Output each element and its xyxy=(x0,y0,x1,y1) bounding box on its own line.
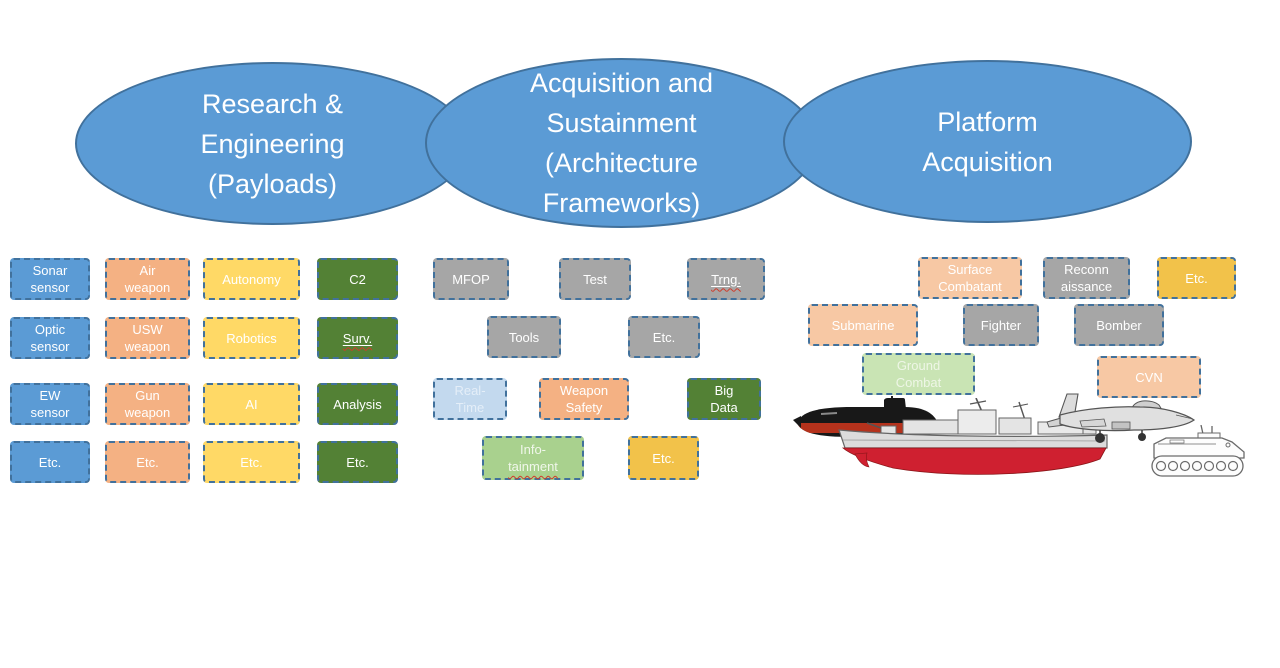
box-label: Sonar sensor xyxy=(30,263,70,295)
box-etc-gold-middle: Etc. xyxy=(628,430,704,480)
box-label: Autonomy xyxy=(222,271,281,287)
box-etc-gold-right: Etc. xyxy=(1157,251,1241,299)
box-label: Reconn aissance xyxy=(1060,262,1113,294)
box-label: Analysis xyxy=(333,396,382,412)
box-label: Ground Combat xyxy=(895,358,942,390)
box-fighter: Fighter xyxy=(963,298,1044,346)
ellipse-platform-acquisition: Platform Acquisition xyxy=(783,60,1192,223)
box-analysis: Analysis xyxy=(317,377,403,425)
box-tools: Tools xyxy=(487,310,566,358)
box-label: Etc. xyxy=(652,329,676,345)
box-label: C2 xyxy=(349,271,366,287)
box-label: EW sensor xyxy=(30,388,70,420)
box-label: Surv. xyxy=(342,330,373,346)
box-label: Real- Time xyxy=(454,383,486,415)
box-mfop: MFOP xyxy=(433,252,514,300)
box-reconnaissance: Reconn aissance xyxy=(1043,251,1135,299)
box-label: Test xyxy=(583,271,607,287)
box-label: USW weapon xyxy=(124,322,171,354)
box-sonar-sensor: Sonar sensor xyxy=(10,252,95,300)
box-label: MFOP xyxy=(452,271,490,287)
box-etc-gray: Etc. xyxy=(628,310,705,358)
box-label: Etc. xyxy=(1185,270,1208,286)
fighter-jet-image xyxy=(1046,391,1196,449)
ellipse-research-engineering: Research & Engineering (Payloads) xyxy=(75,62,470,225)
box-label: Gun weapon xyxy=(124,388,171,420)
box-ground-combat: Ground Combat xyxy=(862,347,980,395)
ellipse-label: Acquisition and Sustainment (Architectur… xyxy=(529,68,714,218)
box-ai: AI xyxy=(203,377,305,425)
box-ew-sensor: EW sensor xyxy=(10,377,95,425)
box-label: Optic sensor xyxy=(30,322,70,354)
box-label: Etc. xyxy=(240,454,263,470)
box-label: Etc. xyxy=(38,454,62,470)
box-real-time: Real- Time xyxy=(433,372,512,420)
surface-combatant-ship-image xyxy=(833,398,1113,488)
box-label: Robotics xyxy=(226,330,277,346)
amphibious-vehicle-image xyxy=(1146,425,1248,483)
ellipse-label: Research & Engineering (Payloads) xyxy=(200,88,345,199)
box-label: Fighter xyxy=(980,317,1022,333)
box-autonomy: Autonomy xyxy=(203,252,305,300)
box-label-bottom: tainment xyxy=(508,459,558,474)
box-label-top: Info- xyxy=(519,442,546,457)
box-surv: Surv. xyxy=(317,311,403,359)
box-surface-combatant: Surface Combatant xyxy=(918,251,1027,299)
ellipse-acquisition-sustainment: Acquisition and Sustainment (Architectur… xyxy=(425,58,818,228)
box-label: Etc. xyxy=(136,454,159,470)
box-label: Etc. xyxy=(652,450,675,466)
box-weapon-safety: Weapon Safety xyxy=(539,372,634,420)
box-label: Weapon Safety xyxy=(559,383,609,415)
box-bomber: Bomber xyxy=(1074,298,1169,346)
ellipse-label: Platform Acquisition xyxy=(922,106,1053,177)
box-etc-yellow: Etc. xyxy=(203,435,305,483)
box-label: CVN xyxy=(1135,369,1163,385)
box-optic-sensor: Optic sensor xyxy=(10,311,95,359)
box-c2: C2 xyxy=(317,252,403,300)
box-label: Bomber xyxy=(1096,317,1142,333)
box-air-weapon: Air weapon xyxy=(105,252,195,300)
box-label: Submarine xyxy=(831,317,895,333)
box-label: Surface Combatant xyxy=(938,262,1002,294)
box-robotics: Robotics xyxy=(203,311,305,359)
box-label: AI xyxy=(245,396,258,412)
box-usw-weapon: USW weapon xyxy=(105,311,195,359)
box-big-data: Big Data xyxy=(687,372,766,420)
box-infotainment: Info- tainment xyxy=(482,430,589,480)
box-label: Big Data xyxy=(710,383,738,415)
box-label: Air weapon xyxy=(124,263,171,295)
box-etc-blue: Etc. xyxy=(10,435,95,483)
box-submarine: Submarine xyxy=(808,298,923,346)
box-label: Tools xyxy=(508,329,540,345)
box-etc-orange: Etc. xyxy=(105,435,195,483)
box-etc-green: Etc. xyxy=(317,435,403,483)
box-trng: Trng. xyxy=(687,252,770,300)
box-label: Etc. xyxy=(346,454,369,470)
box-gun-weapon: Gun weapon xyxy=(105,377,195,425)
box-label: Trng. xyxy=(711,271,741,287)
box-test: Test xyxy=(559,252,636,300)
